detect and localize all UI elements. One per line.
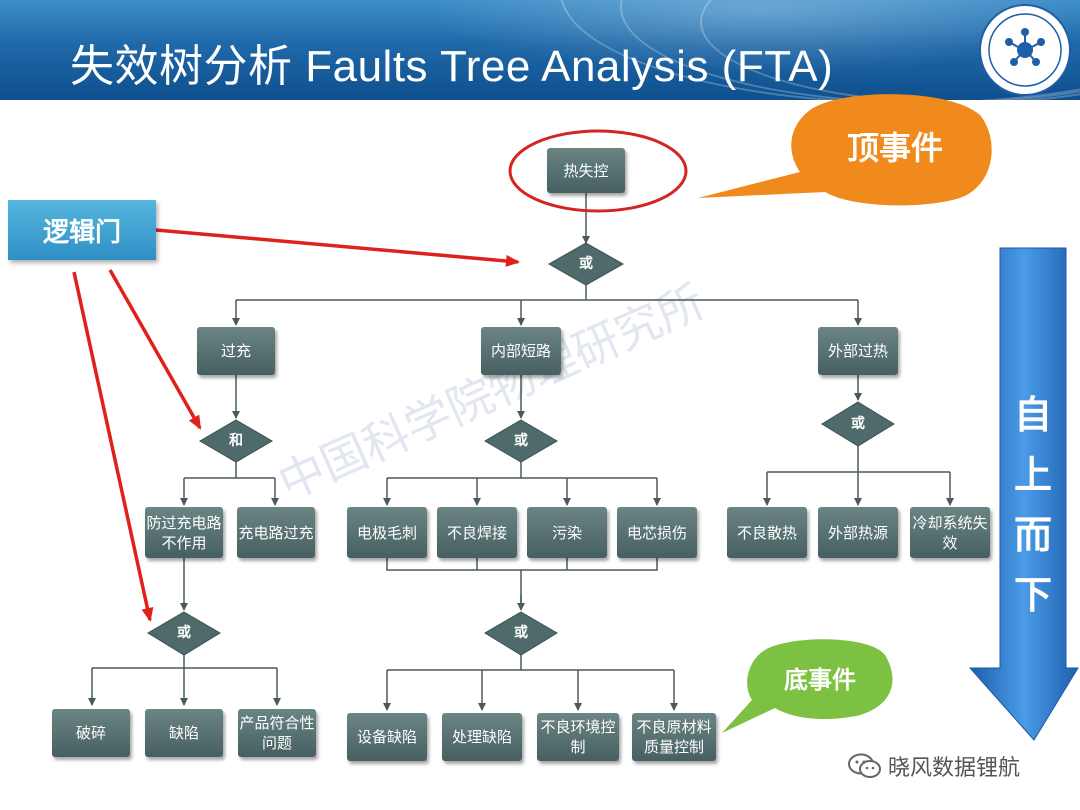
wechat-account: 晓风数据锂航 [848, 750, 1020, 782]
or-gate-short [484, 419, 558, 463]
node-protect-circuit: 防过充电路不作用 [145, 507, 223, 558]
top-event-label: 顶事件 [846, 129, 943, 167]
logic-gate-label: 逻辑门 [8, 200, 156, 260]
or-gate-protect [147, 611, 221, 656]
gate-label-short: 或 [514, 433, 528, 449]
top-event-highlight [508, 129, 688, 213]
node-external-heat: 外部过热 [818, 327, 898, 375]
top-down-arrow [968, 247, 1079, 741]
top-down-text: 自 上 而 下 [1013, 393, 1052, 617]
node-overcharge: 过充 [197, 327, 275, 375]
wechat-account-name: 晓风数据锂航 [888, 756, 1021, 781]
node-environment-control: 不良环境控制 [537, 713, 619, 761]
cas-logo-icon [979, 4, 1071, 96]
or-gate-heat [821, 401, 895, 447]
title-banner [0, 0, 1080, 100]
node-internal-short: 内部短路 [481, 327, 561, 375]
gate-label-top: 或 [579, 256, 593, 272]
gate-label-and: 和 [229, 433, 243, 449]
bottom-event-label: 底事件 [784, 666, 856, 694]
gate-label-protect: 或 [177, 625, 191, 641]
gate-label-defects: 或 [514, 625, 528, 641]
and-gate-overcharge [199, 419, 273, 463]
gate-label-heat: 或 [851, 416, 865, 432]
node-bad-weld: 不良焊接 [437, 507, 517, 558]
node-conformity: 产品符合性问题 [238, 709, 316, 757]
node-top-event: 热失控 [547, 148, 625, 193]
node-contamination: 污染 [527, 507, 607, 558]
node-cell-damage: 电芯损伤 [617, 507, 697, 558]
node-charge-circuit: 充电路过充 [237, 507, 315, 558]
node-material-quality: 不良原材料质量控制 [632, 713, 716, 761]
or-gate-top [547, 242, 625, 286]
or-gate-defects [484, 611, 558, 656]
wechat-icon [848, 753, 881, 778]
node-poor-cooling: 不良散热 [727, 507, 807, 558]
node-cooling-failure: 冷却系统失效 [910, 507, 990, 558]
node-electrode-burr: 电极毛刺 [347, 507, 427, 558]
node-handling-defect: 处理缺陷 [442, 713, 522, 761]
node-break: 破碎 [52, 709, 130, 757]
top-event-callout [698, 94, 992, 206]
node-defect: 缺陷 [145, 709, 223, 757]
page-title: 失效树分析 Faults Tree Analysis (FTA) [70, 42, 834, 91]
node-equipment-defect: 设备缺陷 [347, 713, 427, 761]
node-external-source: 外部热源 [818, 507, 898, 558]
bottom-event-callout [722, 639, 893, 733]
